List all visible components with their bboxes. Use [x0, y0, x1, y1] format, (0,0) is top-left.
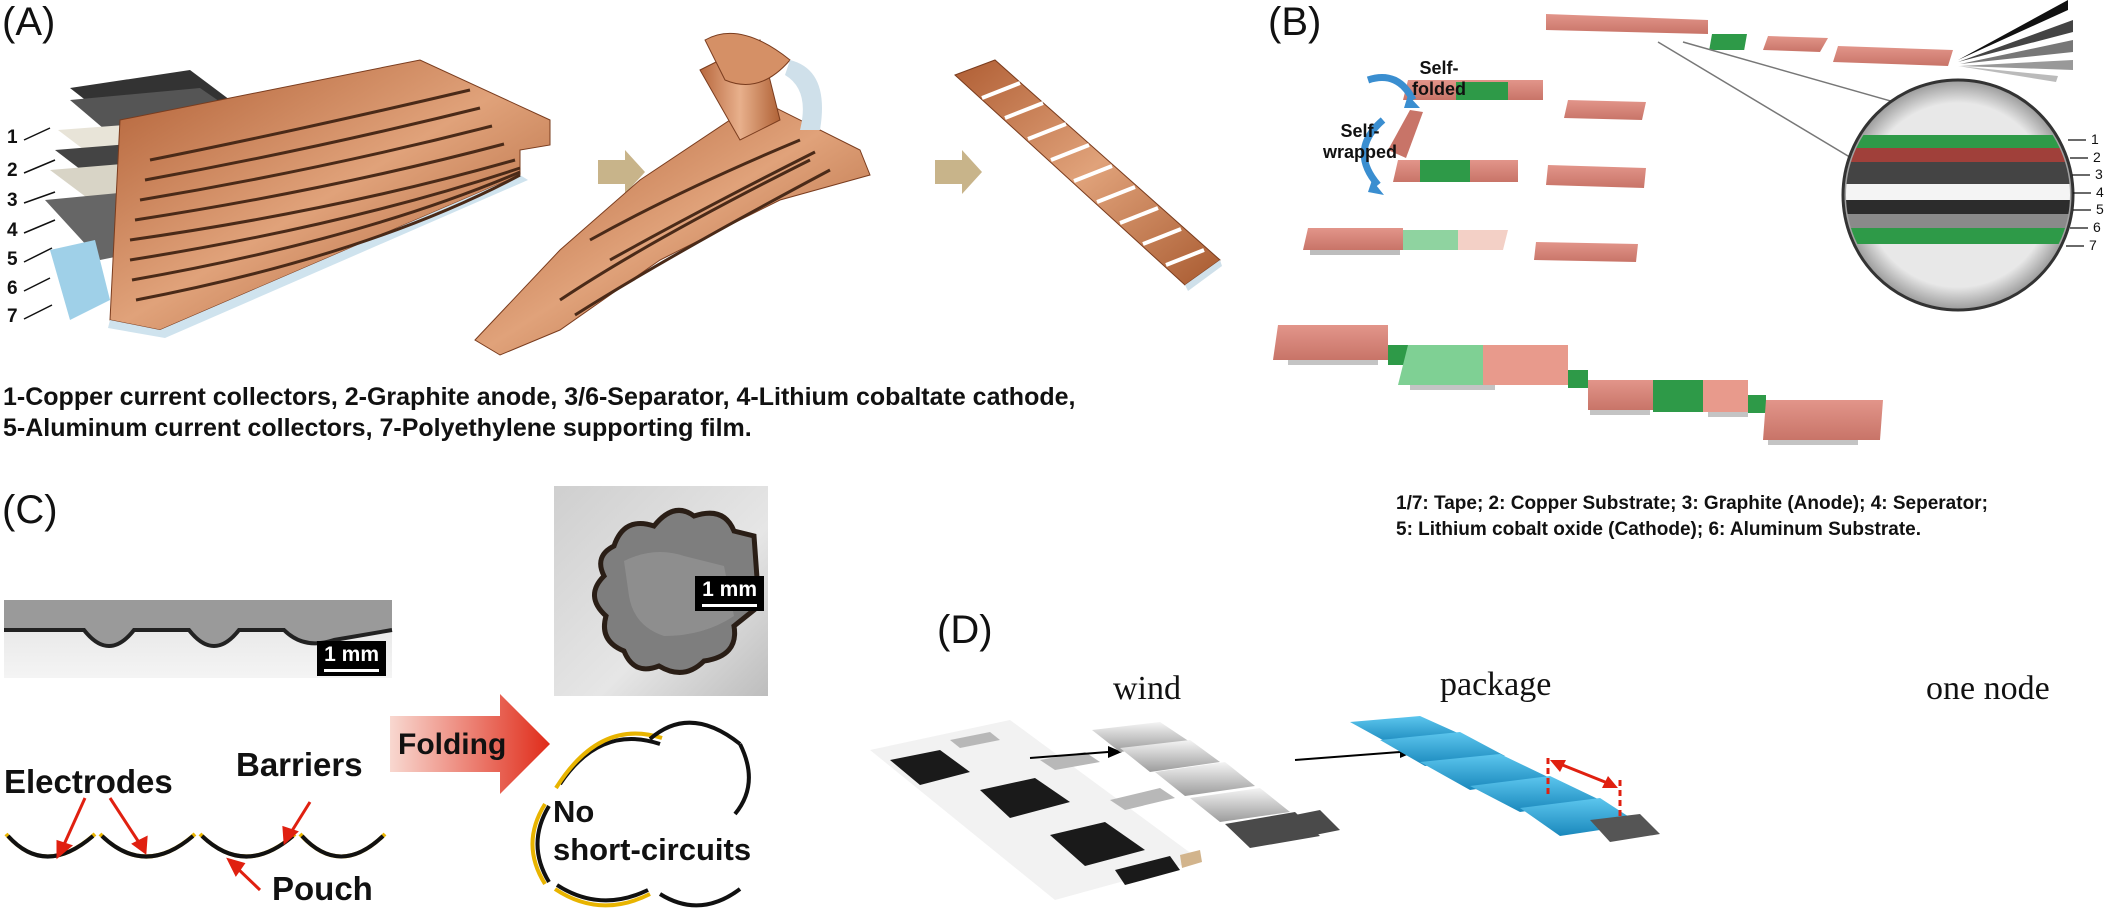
scale-bar-1: 1 mm	[317, 641, 386, 676]
layer-number-1: 1	[7, 127, 18, 148]
layer-number-2: 2	[7, 160, 18, 181]
arrow-wind-to-package	[1029, 751, 1109, 759]
layer-detail-lens	[1841, 78, 2091, 312]
panel-b-illustration	[1273, 0, 2091, 445]
scale-bar-2-label: 1 mm	[702, 578, 757, 601]
panel-c-diagram	[4, 694, 751, 908]
scale-bar-1-label: 1 mm	[324, 643, 379, 666]
twisted-sheet	[474, 32, 871, 356]
electrodes-label: Electrodes	[4, 763, 173, 800]
self-wrapped-arrow	[1360, 117, 1386, 188]
arrow-package-to-node	[1294, 751, 1401, 761]
layer-number-4: 4	[7, 220, 18, 241]
lens-number-5: 5	[2096, 201, 2104, 217]
lens-number-3: 3	[2095, 166, 2103, 182]
pouch-label: Pouch	[272, 870, 373, 907]
no-short-circuits-line-2: short-circuits	[553, 832, 752, 867]
panel-a-caption-line-1: 1-Copper current collectors, 2-Graphite …	[3, 383, 1076, 411]
barriers-label: Barriers	[236, 746, 363, 783]
layer-number-7: 7	[7, 306, 18, 327]
folding-label: Folding	[398, 728, 507, 761]
layer-number-3: 3	[7, 190, 18, 211]
no-short-circuits-line-1: No	[553, 794, 595, 829]
layer-number-5: 5	[7, 249, 18, 270]
panel-d-label: (D)	[937, 608, 993, 652]
process-arrow-2	[935, 150, 982, 194]
one-node-label: one node	[1926, 670, 2050, 707]
self-folded-arrow	[1366, 74, 1417, 102]
panel-b-label: (B)	[1268, 0, 1322, 44]
lens-number-1: 1	[2091, 131, 2099, 147]
wind-stage	[870, 720, 1202, 900]
lens-number-7: 7	[2089, 237, 2097, 253]
panel-d-illustration	[870, 716, 1660, 900]
package-label: package	[1440, 666, 1552, 703]
folded-micrograph: 1 mm	[554, 486, 768, 696]
folding-arrow	[390, 694, 550, 794]
layer-number-6: 6	[7, 278, 18, 299]
lens-number-6: 6	[2093, 219, 2101, 235]
package-stage	[1092, 722, 1340, 848]
panel-b-caption-line-1: 1/7: Tape; 2: Copper Substrate; 3: Graph…	[1396, 493, 1988, 514]
scale-bar-2: 1 mm	[695, 576, 764, 611]
lens-number-2: 2	[2093, 149, 2101, 165]
self-wrapped-label: Self- wrapped	[1323, 121, 1398, 162]
panel-a-illustration	[23, 32, 1222, 356]
self-folded-label: Self- folded	[1412, 58, 1466, 99]
lens-number-4: 4	[2096, 184, 2104, 200]
wind-label: wind	[1113, 670, 1181, 707]
panel-c-label: (C)	[2, 488, 58, 532]
cross-section-micrograph: 1 mm	[4, 600, 393, 678]
panel-a-caption-line-2: 5-Aluminum current collectors, 7-Polyeth…	[3, 414, 752, 442]
process-arrow-1	[598, 150, 645, 194]
assembled-strip	[1273, 325, 1883, 445]
panel-b-caption-line-2: 5: Lithium cobalt oxide (Cathode); 6: Al…	[1396, 519, 1921, 540]
one-node-stage	[1350, 716, 1660, 842]
ladder-strip	[954, 59, 1222, 291]
panel-a-label: (A)	[2, 0, 56, 44]
